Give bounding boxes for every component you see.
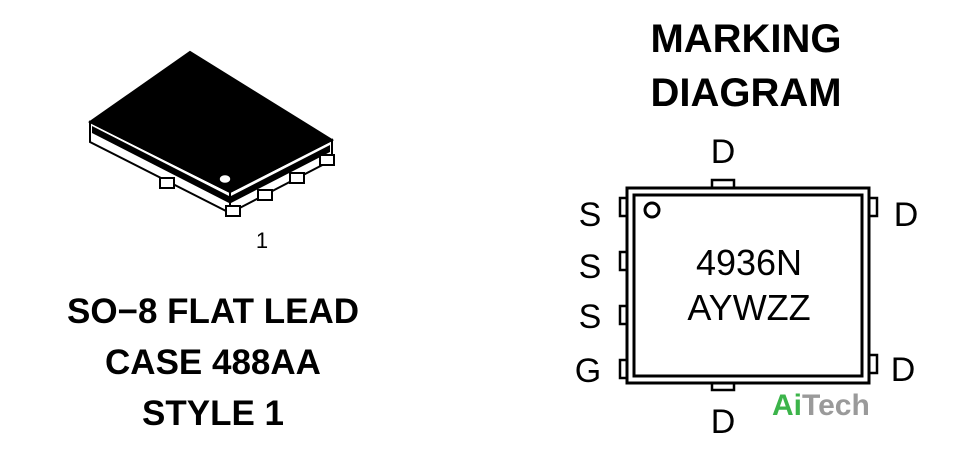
chip-body-outer (625, 186, 871, 385)
marking-diagram: 4936N AYWZZ D D S S S G D D (575, 133, 919, 441)
package-side-band-left (92, 126, 229, 203)
package-title: SO−8 FLAT LEAD CASE 488AA STYLE 1 (67, 292, 359, 433)
marking-title: MARKING DIAGRAM (650, 17, 841, 115)
pin-label-right-2: D (891, 351, 916, 389)
package-lead (225, 205, 241, 217)
package-leads (159, 154, 335, 217)
pin-label-right-1: D (894, 196, 919, 234)
pin-label-left-1: S (579, 196, 602, 234)
package-title-line-2: CASE 488AA (105, 343, 321, 382)
package-lead (159, 177, 175, 189)
chip-body-inner (632, 193, 864, 378)
marking-title-line-2: DIAGRAM (650, 71, 841, 115)
package-side-band-right (231, 145, 330, 203)
marking-code-line-2: AYWZZ (687, 287, 810, 328)
package-title-line-1: SO−8 FLAT LEAD (67, 292, 359, 331)
watermark-prefix: Ai (772, 389, 802, 422)
package-title-line-3: STYLE 1 (142, 394, 284, 433)
package-3d-illustration: 1 (88, 50, 335, 253)
watermark-suffix: Tech (802, 389, 870, 422)
watermark-logo: AiTech (772, 389, 870, 422)
pin-label-top: D (711, 133, 736, 171)
marking-title-line-1: MARKING (650, 17, 841, 61)
pin1-label: 1 (256, 228, 268, 253)
pin-label-left-3: S (579, 298, 602, 336)
pin-label-left-2: S (579, 248, 602, 286)
package-lead (319, 154, 335, 166)
package-lead (257, 189, 273, 201)
pin1-dot-icon (218, 173, 232, 185)
package-top-face (88, 50, 335, 194)
package-lead (289, 172, 305, 184)
marking-code-line-1: 4936N (696, 242, 802, 283)
pin-label-bottom: D (711, 403, 736, 441)
pin-label-left-4: G (575, 352, 601, 390)
pin1-indicator-icon (643, 201, 661, 219)
